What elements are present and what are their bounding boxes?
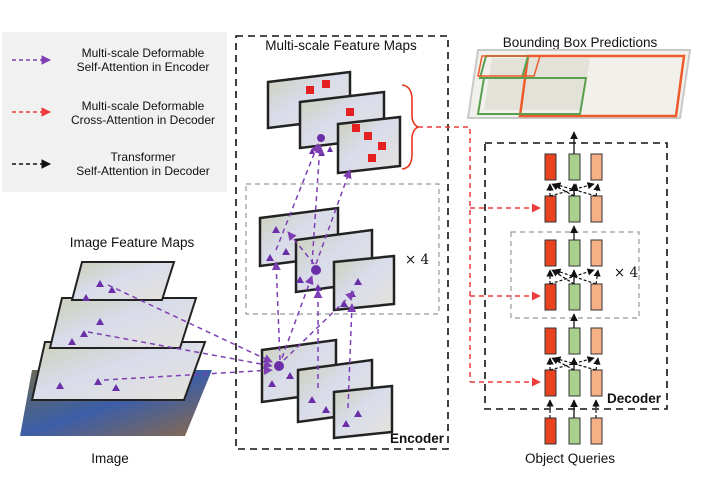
encoder-repeat-label: × 4 bbox=[404, 252, 430, 268]
legend-label-line1: Multi-scale Deformable bbox=[81, 46, 205, 60]
legend-item-decoder-self-attn: Transformer Self-Attention in Decoder bbox=[58, 150, 228, 178]
legend-item-encoder-self-attn: Multi-scale Deformable Self-Attention in… bbox=[58, 46, 228, 74]
token-row-repeat-top bbox=[544, 239, 603, 267]
token-row-layer1-bottom bbox=[544, 369, 603, 397]
encoder-label: Encoder bbox=[389, 431, 444, 446]
output-feature-maps bbox=[266, 70, 420, 175]
encoder-layer-feature-maps bbox=[258, 206, 396, 312]
encoder-self-attention-arrows bbox=[87, 143, 357, 409]
legend-label-line2: Self-Attention in Encoder bbox=[76, 60, 210, 74]
image-feature-map-small bbox=[70, 261, 176, 301]
object-query-tokens bbox=[544, 153, 603, 445]
token-row-input bbox=[544, 417, 603, 445]
predicted-bbox-medium bbox=[476, 77, 588, 115]
legend-label-line2: Self-Attention in Decoder bbox=[76, 164, 210, 178]
decoder-box bbox=[484, 142, 668, 410]
decoder-repeat-label: × 4 bbox=[613, 265, 639, 281]
image-stack bbox=[20, 261, 212, 436]
token-row-output bbox=[544, 153, 603, 181]
multiscale-feature-maps-title: Multi-scale Feature Maps bbox=[265, 38, 417, 53]
legend-item-decoder-cross-attn: Multi-scale Deformable Cross-Attention i… bbox=[58, 99, 228, 127]
image-feature-maps-title: Image Feature Maps bbox=[69, 235, 195, 250]
token-row-layer1-top bbox=[544, 327, 603, 355]
object-queries-label: Object Queries bbox=[524, 451, 616, 466]
legend bbox=[2, 32, 227, 192]
encoder-layer-repeat-box bbox=[245, 183, 440, 315]
token-row-repeat-bottom bbox=[544, 283, 603, 311]
legend-label-line2: Cross-Attention in Decoder bbox=[70, 113, 216, 127]
legend-label-line1: Transformer bbox=[110, 150, 176, 164]
image-label: Image bbox=[91, 451, 129, 466]
token-row-layer6 bbox=[544, 195, 603, 223]
bounding-box-predictions-image bbox=[466, 49, 692, 119]
decoder-cross-attention-arrows bbox=[418, 126, 541, 387]
legend-label-line1: Multi-scale Deformable bbox=[81, 99, 205, 113]
predicted-bbox-large bbox=[518, 54, 686, 118]
decoder-self-attention-arrows bbox=[546, 182, 601, 418]
image-feature-map-large bbox=[30, 341, 207, 401]
decoder-label: Decoder bbox=[606, 391, 662, 406]
encoder-input-feature-maps bbox=[260, 338, 394, 440]
bounding-box-predictions-title: Bounding Box Predictions bbox=[502, 35, 658, 50]
